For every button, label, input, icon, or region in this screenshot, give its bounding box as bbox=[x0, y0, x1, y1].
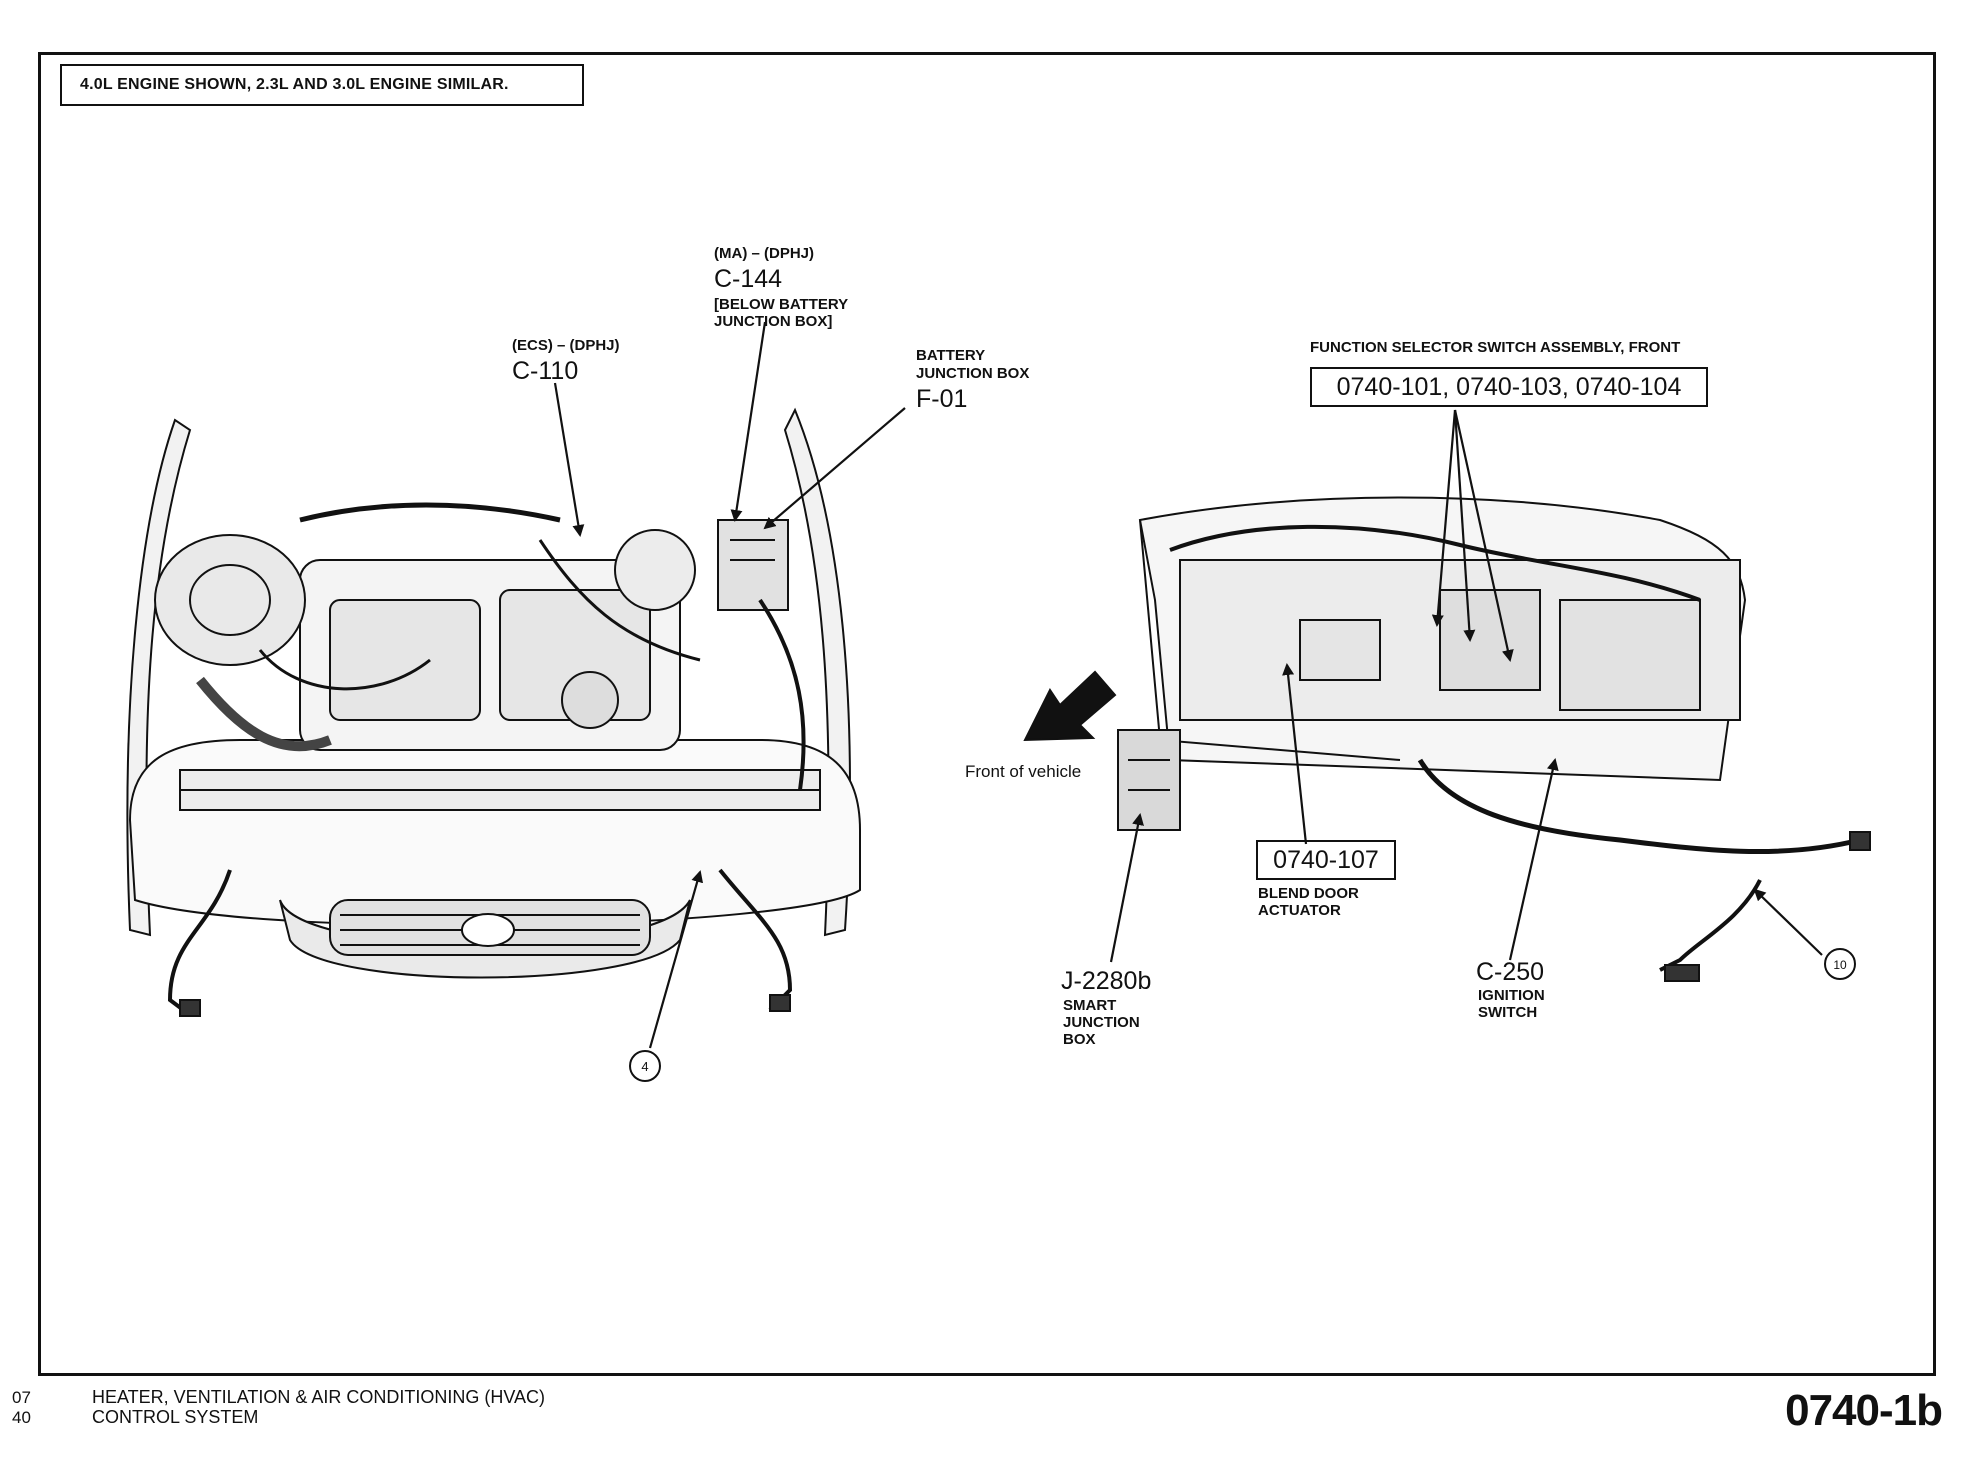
function-selector-title: FUNCTION SELECTOR SWITCH ASSEMBLY, FRONT bbox=[1310, 339, 1681, 356]
engine-bay-drawing bbox=[126, 407, 861, 1017]
c144-note-line1: [BELOW BATTERY bbox=[714, 296, 849, 313]
footer-subsection-title: CONTROL SYSTEM bbox=[92, 1407, 259, 1427]
front-of-vehicle-label: Front of vehicle bbox=[965, 762, 1082, 781]
dashboard-drawing bbox=[1117, 496, 1871, 982]
callout-10-circle bbox=[1824, 948, 1856, 980]
blend-door-line1: BLEND DOOR bbox=[1258, 885, 1359, 902]
f01-desc-line2: JUNCTION BOX bbox=[916, 365, 1030, 382]
c144-qualifier: (MA) – (DPHJ) bbox=[714, 245, 814, 262]
leader-lines bbox=[553, 321, 1823, 1049]
c110-qualifier: (ECS) – (DPHJ) bbox=[512, 337, 620, 354]
callout-4-circle bbox=[629, 1050, 661, 1082]
j2280b-line3: BOX bbox=[1063, 1031, 1096, 1048]
f01-id: F-01 bbox=[916, 385, 968, 413]
c250-line1: IGNITION bbox=[1478, 987, 1545, 1004]
engine-note: 4.0L ENGINE SHOWN, 2.3L AND 3.0L ENGINE … bbox=[60, 64, 584, 106]
blend-door-id: 0740-107 bbox=[1256, 840, 1396, 880]
c144-id: C-144 bbox=[714, 265, 783, 293]
callout-10-label: 10 bbox=[1833, 958, 1847, 972]
blend-door-line2: ACTUATOR bbox=[1258, 902, 1341, 919]
j2280b-line2: JUNCTION bbox=[1063, 1014, 1140, 1031]
j2280b-id: J-2280b bbox=[1061, 967, 1152, 995]
j2280b-line1: SMART bbox=[1063, 997, 1117, 1014]
drawing-frame bbox=[38, 52, 1936, 1376]
front-of-vehicle-arrow bbox=[1023, 670, 1117, 742]
callout-4-label: 4 bbox=[641, 1059, 648, 1074]
footer-section-number: 07 bbox=[12, 1388, 31, 1407]
page-number: 0740-1b bbox=[1785, 1386, 1943, 1435]
footer-subsection-number: 40 bbox=[12, 1408, 31, 1427]
function-selector-ids: 0740-101, 0740-103, 0740-104 bbox=[1310, 367, 1708, 407]
footer-section-title: HEATER, VENTILATION & AIR CONDITIONING (… bbox=[92, 1387, 546, 1407]
c250-line2: SWITCH bbox=[1478, 1004, 1538, 1021]
f01-desc-line1: BATTERY bbox=[916, 347, 986, 364]
c250-id: C-250 bbox=[1476, 958, 1545, 986]
c144-note-line2: JUNCTION BOX] bbox=[714, 313, 833, 330]
c110-id: C-110 bbox=[512, 357, 579, 385]
